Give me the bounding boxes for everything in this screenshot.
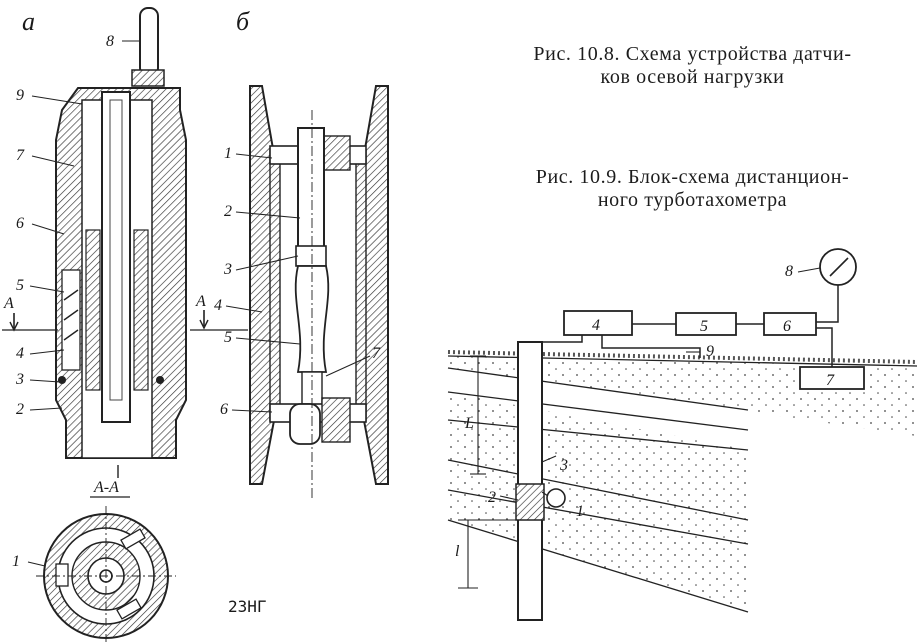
label-b-7: 7 [372,345,381,362]
fig-10-9: 8 4 5 6 7 9 3 2 1 L l [447,248,917,621]
label-a-3: 3 [15,371,24,388]
label-1: 1 [576,503,584,520]
label-3: 3 [559,457,568,474]
label-b-6: 6 [220,401,228,418]
caption-fig-10-8: Рис. 10.8. Схема устройства датчи- ков о… [470,43,915,89]
layer-boundaries [447,355,917,613]
seal-ring-right [156,376,164,384]
wiring [542,285,839,367]
drill-pipe [517,341,543,621]
label-l: l [455,543,460,560]
caption-fig-10-9-line1: Рис. 10.9. Блок-схема дистанцион- [535,166,850,188]
load-rod [297,127,325,253]
section-title: А-А [93,479,119,496]
label-a-1: 1 [12,553,20,570]
section-mark-a: А [3,295,14,312]
label-a-2: 2 [16,401,24,418]
caption-fig-10-9-line2: ного турботахометра [597,189,788,211]
label-b-5: 5 [224,329,232,346]
fig-10-8-panel-b: б А [190,7,389,616]
label-9: 9 [706,343,714,360]
block-label-7: 7 [826,372,835,389]
strain-element-marks [63,289,79,341]
panel-b-letter: б [236,7,250,36]
label-b-4: 4 [214,297,222,314]
rod-coupling [295,245,327,267]
dimension-lines [458,351,700,589]
caption-fig-10-8-line1: Рис. 10.8. Схема устройства датчи- [533,43,852,65]
block-4 [563,310,633,336]
section-gauge-bottom [116,598,142,620]
sensor-coil [546,488,566,508]
section-gauge-left [55,563,69,587]
sleeve-left [85,229,101,391]
ground-surface [447,350,917,364]
bottom-bolt [321,397,351,443]
label-L: L [464,415,474,432]
caption-fig-10-9: Рис. 10.9. Блок-схема дистанцион- ного т… [470,166,915,212]
label-b-2: 2 [224,203,232,220]
sensor-link [541,491,549,497]
gauge-leader [797,267,821,273]
bottom-nut [289,403,321,445]
label-a-5: 5 [16,277,24,294]
label-b-3: 3 [223,261,232,278]
sleeve-right [133,229,149,391]
label-leaders-b [225,153,371,413]
section-gauge-top [120,528,146,550]
cable-rod [139,7,159,77]
cable-gland [131,69,165,87]
fig-10-8-panel-a: а А [2,7,187,644]
gauge-needle [829,257,849,277]
section-mark-b: А [195,293,206,310]
rod-channel [109,99,123,401]
elastic-element [294,265,330,373]
label-a-7: 7 [16,147,25,164]
block-label-4: 4 [592,317,600,334]
turbodrill-sensor [515,483,545,521]
label-gauge-8: 8 [785,263,793,280]
panel-a-letter: а [22,7,35,36]
label-a-6: 6 [16,215,24,232]
seal-ring-left [58,376,66,384]
page-number: 2ЗНГ [228,597,267,616]
label-b-1: 1 [224,145,232,162]
inner-wall-right [355,149,367,421]
strain-element [61,269,81,371]
label-a-4: 4 [16,345,24,362]
block-label-6: 6 [783,318,791,335]
label-a-8: 8 [106,33,114,50]
block-label-5: 5 [700,318,708,335]
label-a-9: 9 [16,87,24,104]
section-arrowhead-b [199,319,209,330]
caption-fig-10-8-line2: ков осевой нагрузки [600,66,785,88]
top-bolt [323,135,351,171]
label-2: 2 [488,489,496,506]
inner-wall-left [269,149,281,421]
